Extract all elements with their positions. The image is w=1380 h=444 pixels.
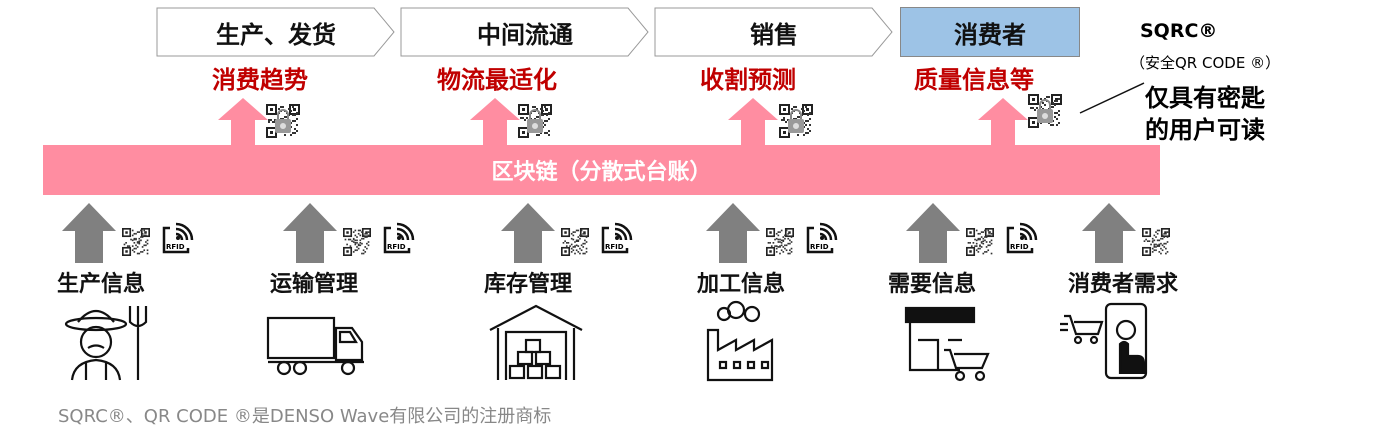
stage-production: 生产、发货 [156, 7, 396, 57]
stage-distribution: 中间流通 [400, 7, 650, 57]
factory-icon [706, 300, 774, 382]
gray-up-arrow [706, 203, 760, 263]
stage-sales: 销售 [654, 7, 894, 57]
gray-up-arrow [906, 203, 960, 263]
stage-label: 销售 [750, 20, 798, 49]
rfid-text: RFID [166, 243, 185, 251]
rfid-text: RFID [605, 243, 624, 251]
qr-code-icon [561, 228, 589, 256]
gray-up-arrow [501, 203, 555, 263]
output-harvest-forecast: 收割预测 [700, 66, 796, 94]
rfid-icon: RFID [1006, 222, 1038, 254]
sqrc-code-icon [518, 104, 552, 138]
rfid-icon: RFID [806, 222, 838, 254]
farmer-icon [64, 306, 148, 381]
sqrc-code-icon [1028, 94, 1062, 128]
gray-up-arrow [283, 203, 337, 263]
stage-label: 中间流通 [477, 20, 573, 49]
input-label: 运输管理 [270, 272, 359, 297]
input-label: 需要信息 [888, 272, 977, 297]
blockchain-label: 区块链（分散式台账） [491, 160, 712, 185]
stage-label: 生产、发货 [216, 20, 336, 49]
gray-up-arrow [62, 203, 116, 263]
rfid-text: RFID [387, 243, 406, 251]
sqrc-note-line2: 的用户可读 [1145, 116, 1265, 144]
sqrc-code-icon [779, 104, 813, 138]
rfid-icon: RFID [383, 222, 415, 254]
rfid-text: RFID [810, 243, 829, 251]
output-logistics: 物流最适化 [437, 66, 557, 94]
input-label: 加工信息 [697, 272, 786, 297]
sqrc-subtitle: （安全QR CODE ®） [1130, 54, 1281, 72]
sqrc-title: SQRC® [1140, 20, 1218, 42]
pink-up-arrow [728, 98, 778, 146]
pink-up-arrow [978, 98, 1028, 146]
rfid-icon: RFID [162, 222, 194, 254]
gray-up-arrow [1082, 203, 1136, 263]
pink-up-arrow [218, 98, 268, 146]
truck-icon [266, 316, 364, 376]
warehouse-icon [489, 304, 583, 380]
blockchain-band: 区块链（分散式台账） [43, 145, 1160, 195]
rfid-icon: RFID [601, 222, 633, 254]
qr-code-icon [966, 228, 994, 256]
input-label: 消费者需求 [1068, 272, 1179, 297]
stage-consumer: 消费者 [900, 7, 1080, 57]
rfid-text: RFID [1010, 243, 1029, 251]
sqrc-note-line1: 仅具有密匙 [1145, 84, 1265, 112]
input-label: 库存管理 [484, 272, 573, 297]
trademark-footnote: SQRC®、QR CODE ®是DENSO Wave有限公司的注册商标 [58, 406, 552, 427]
qr-code-icon [1142, 228, 1170, 256]
output-quality-info: 质量信息等 [914, 66, 1034, 94]
sqrc-code-icon [266, 104, 300, 138]
stage-label: 消费者 [954, 20, 1026, 49]
input-label: 生产信息 [57, 272, 146, 297]
pink-up-arrow [470, 98, 520, 146]
callout-line [1079, 82, 1145, 114]
store-icon [904, 306, 990, 382]
output-consumer-trend: 消费趋势 [212, 66, 308, 94]
smartphone-shopping-icon [1060, 302, 1148, 380]
qr-code-icon [122, 228, 150, 256]
qr-code-icon [766, 228, 794, 256]
qr-code-icon [343, 228, 371, 256]
